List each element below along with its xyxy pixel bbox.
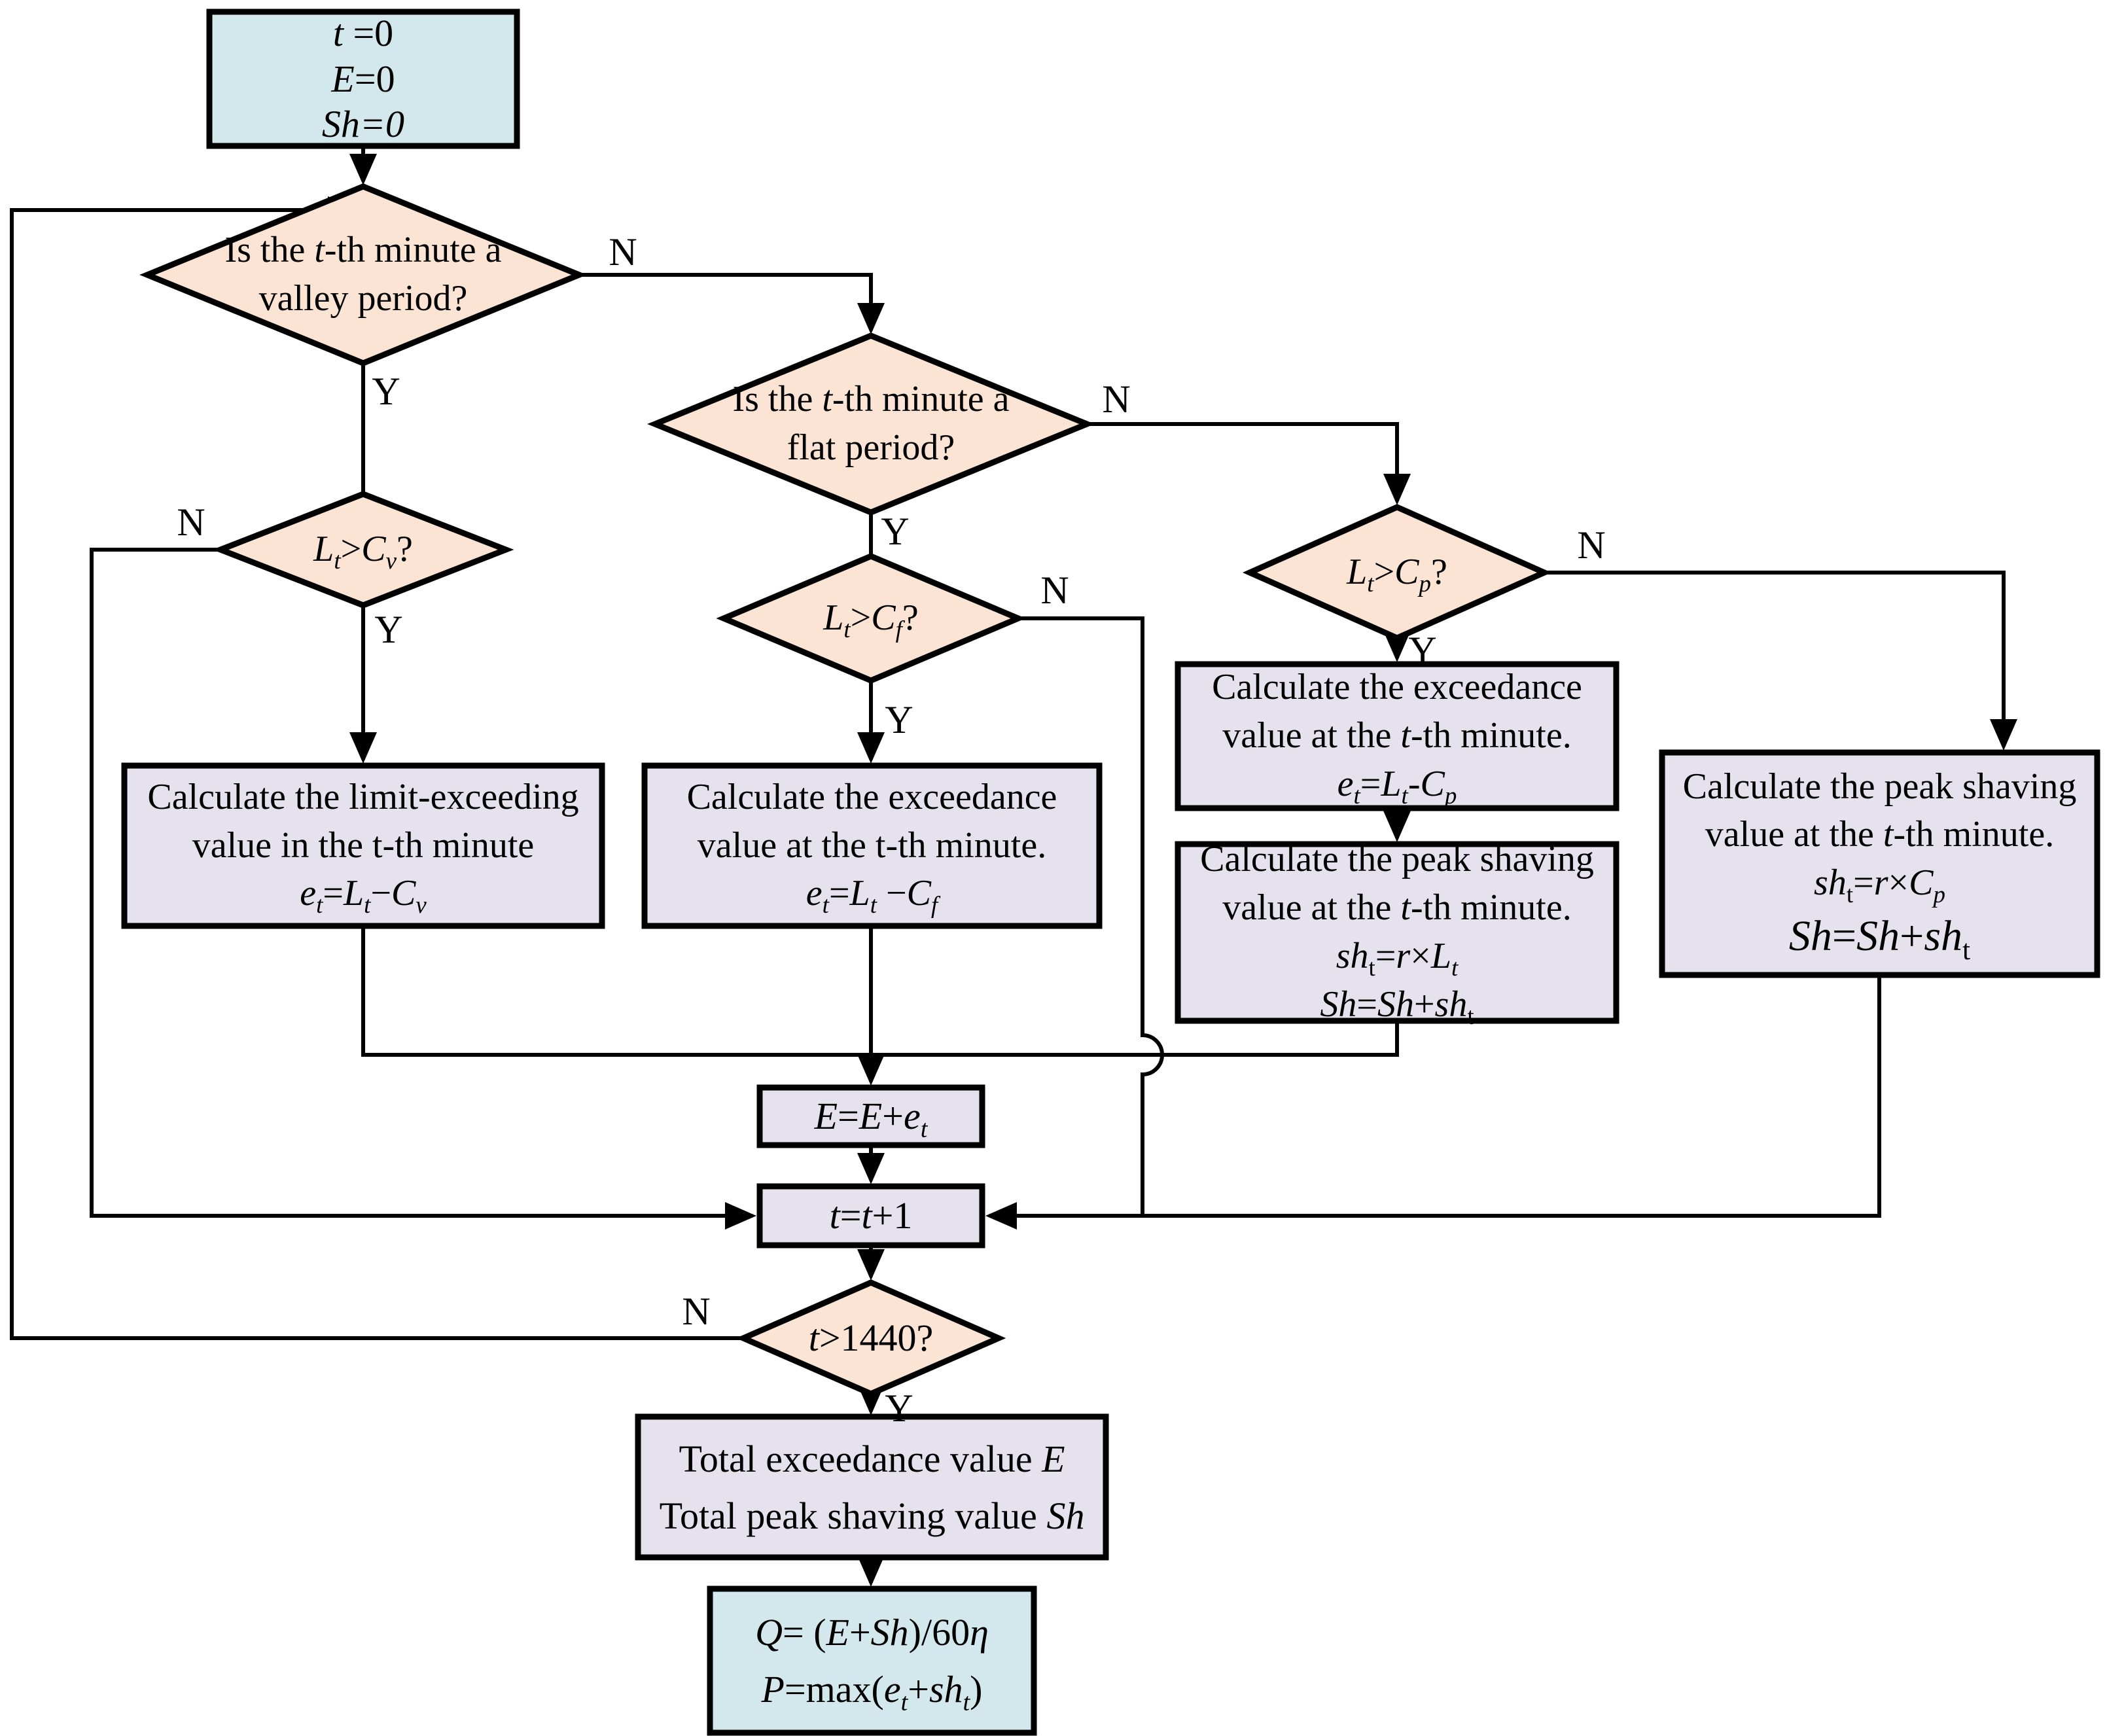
peak-shave-lt-box-shape bbox=[1175, 841, 1620, 1024]
totals-line: Total peak shaving value Sh bbox=[659, 1494, 1085, 1537]
start-node: t =0 E=0 Sh=0 bbox=[209, 12, 517, 146]
result-box-shape bbox=[707, 1585, 1037, 1736]
lt-cf-decision-line: Lt>Cf? bbox=[823, 597, 919, 643]
label-cv-no: N bbox=[177, 501, 205, 544]
valley-exceed-box-shape bbox=[121, 762, 605, 929]
lt-cf-decision: Lt>Cf? bbox=[773, 579, 969, 658]
flat-exceed-formula: et=Lt −Cf bbox=[806, 873, 938, 919]
flat-decision-shape bbox=[647, 332, 1095, 516]
peak-shave-lt-formula: Sh=Sh+sht bbox=[1320, 983, 1474, 1030]
valley-decision-line: Is the t-th minute a bbox=[224, 230, 502, 271]
valley-decision-line: valley period? bbox=[258, 278, 468, 319]
result-formula: Q= (E+Sh)/60η bbox=[755, 1611, 989, 1654]
accumulate-e-formula: E=E+et bbox=[814, 1094, 928, 1143]
valley-exceed-box: Calculate the limit-exceeding value in t… bbox=[124, 766, 602, 926]
accumulate-e-box-shape bbox=[756, 1084, 985, 1148]
lt-cf-decision-shape bbox=[716, 553, 1026, 684]
lt-cp-decision-line: Lt>Cp? bbox=[1347, 552, 1447, 597]
edge-cp-no bbox=[1544, 571, 2017, 751]
peak-exceed-formula: et=Lt-Cp bbox=[1337, 763, 1457, 809]
flat-decision: Is the t-th minute a flat period? bbox=[707, 359, 1035, 489]
end-of-day-decision-shape bbox=[735, 1279, 1006, 1397]
flat-exceed-line: Calculate the exceedance bbox=[686, 776, 1057, 817]
peak-exceed-box: Calculate the exceedance value at the t-… bbox=[1178, 664, 1616, 808]
edge-farbox-to-tbox bbox=[985, 975, 1881, 1230]
start-line: t =0 bbox=[332, 12, 394, 55]
peak-shave-lt-formula: sht=r×Lt bbox=[1336, 936, 1459, 982]
peak-shave-lt-box: Calculate the peak shaving value at the … bbox=[1178, 839, 1616, 1028]
peak-shave-cp-box-shape bbox=[1659, 749, 2100, 978]
start-line: Sh=0 bbox=[321, 103, 405, 146]
peak-exceed-line: value at the t-th minute. bbox=[1222, 715, 1572, 756]
edge-valley-no bbox=[579, 273, 885, 334]
peak-shave-cp-formula: sht=r×Cp bbox=[1814, 862, 1945, 908]
flat-exceed-box: Calculate the exceedance value at the t-… bbox=[645, 766, 1099, 926]
flat-exceed-line: value at the t-th minute. bbox=[697, 824, 1047, 866]
start-node-shape bbox=[206, 9, 520, 149]
increment-t-box: t=t+1 bbox=[760, 1186, 982, 1245]
edge-cpbox2-out bbox=[871, 1021, 1399, 1057]
peak-shave-cp-box: Calculate the peak shaving value at the … bbox=[1662, 753, 2097, 975]
edge-cv-no bbox=[90, 548, 756, 1230]
label-1440-yes: Y bbox=[885, 1387, 913, 1430]
lt-cp-decision: Lt>Cp? bbox=[1299, 533, 1495, 612]
increment-t-formula: t=t+1 bbox=[829, 1194, 913, 1237]
peak-exceed-box-shape bbox=[1175, 661, 1620, 811]
label-1440-no: N bbox=[682, 1290, 711, 1333]
edge-leftbox-out bbox=[361, 926, 871, 1057]
lt-cv-decision-shape bbox=[212, 491, 514, 609]
label-cp-no: N bbox=[1577, 523, 1606, 567]
peak-shave-lt-line: value at the t-th minute. bbox=[1222, 887, 1572, 929]
edge-flat-no bbox=[1087, 422, 1411, 505]
peak-shave-cp-formula: Sh=Sh+sht bbox=[1788, 912, 1971, 966]
peak-shave-lt-line: Calculate the peak shaving bbox=[1200, 839, 1594, 880]
valley-decision-shape bbox=[139, 183, 587, 366]
flat-decision-line: flat period? bbox=[787, 427, 955, 468]
result-box: Q= (E+Sh)/60η P=max(et+sht) bbox=[710, 1589, 1034, 1733]
label-flat-yes: Y bbox=[881, 510, 910, 553]
lt-cp-decision-shape bbox=[1242, 504, 1552, 641]
label-cf-no: N bbox=[1040, 569, 1069, 612]
valley-exceed-formula: et=Lt−Cv bbox=[300, 873, 427, 919]
end-of-day-decision: t>1440? bbox=[773, 1299, 969, 1377]
peak-shave-cp-line: value at the t-th minute. bbox=[1705, 814, 2055, 855]
label-cp-yes: Y bbox=[1408, 629, 1437, 672]
peak-shave-cp-line: Calculate the peak shaving bbox=[1682, 766, 2077, 807]
end-of-day-decision-line: t>1440? bbox=[808, 1316, 934, 1359]
flat-decision-line: Is the t-th minute a bbox=[732, 379, 1010, 420]
flat-exceed-box-shape bbox=[641, 762, 1103, 929]
valley-exceed-line: value in the t-th minute bbox=[192, 824, 535, 866]
label-cv-yes: Y bbox=[374, 608, 403, 651]
totals-box: Total exceedance value E Total peak shav… bbox=[638, 1417, 1106, 1557]
accumulate-e-box: E=E+et bbox=[760, 1088, 982, 1145]
valley-decision: Is the t-th minute a valley period? bbox=[200, 209, 527, 340]
totals-line: Total exceedance value E bbox=[679, 1437, 1065, 1480]
lt-cv-decision: Lt>Cv? bbox=[265, 510, 461, 589]
result-formula: P=max(et+sht) bbox=[761, 1668, 983, 1716]
peak-exceed-line: Calculate the exceedance bbox=[1212, 667, 1582, 708]
edge-1440-no-loop bbox=[10, 196, 743, 1340]
label-valley-no: N bbox=[609, 230, 637, 274]
increment-t-box-shape bbox=[756, 1183, 985, 1249]
valley-exceed-line: Calculate the limit-exceeding bbox=[147, 776, 579, 817]
label-flat-no: N bbox=[1102, 378, 1131, 421]
lt-cv-decision-line: Lt>Cv? bbox=[313, 529, 413, 575]
label-cf-yes: Y bbox=[885, 698, 913, 741]
start-line: E=0 bbox=[331, 57, 395, 100]
label-valley-yes: Y bbox=[372, 370, 400, 413]
totals-box-shape bbox=[635, 1413, 1109, 1561]
